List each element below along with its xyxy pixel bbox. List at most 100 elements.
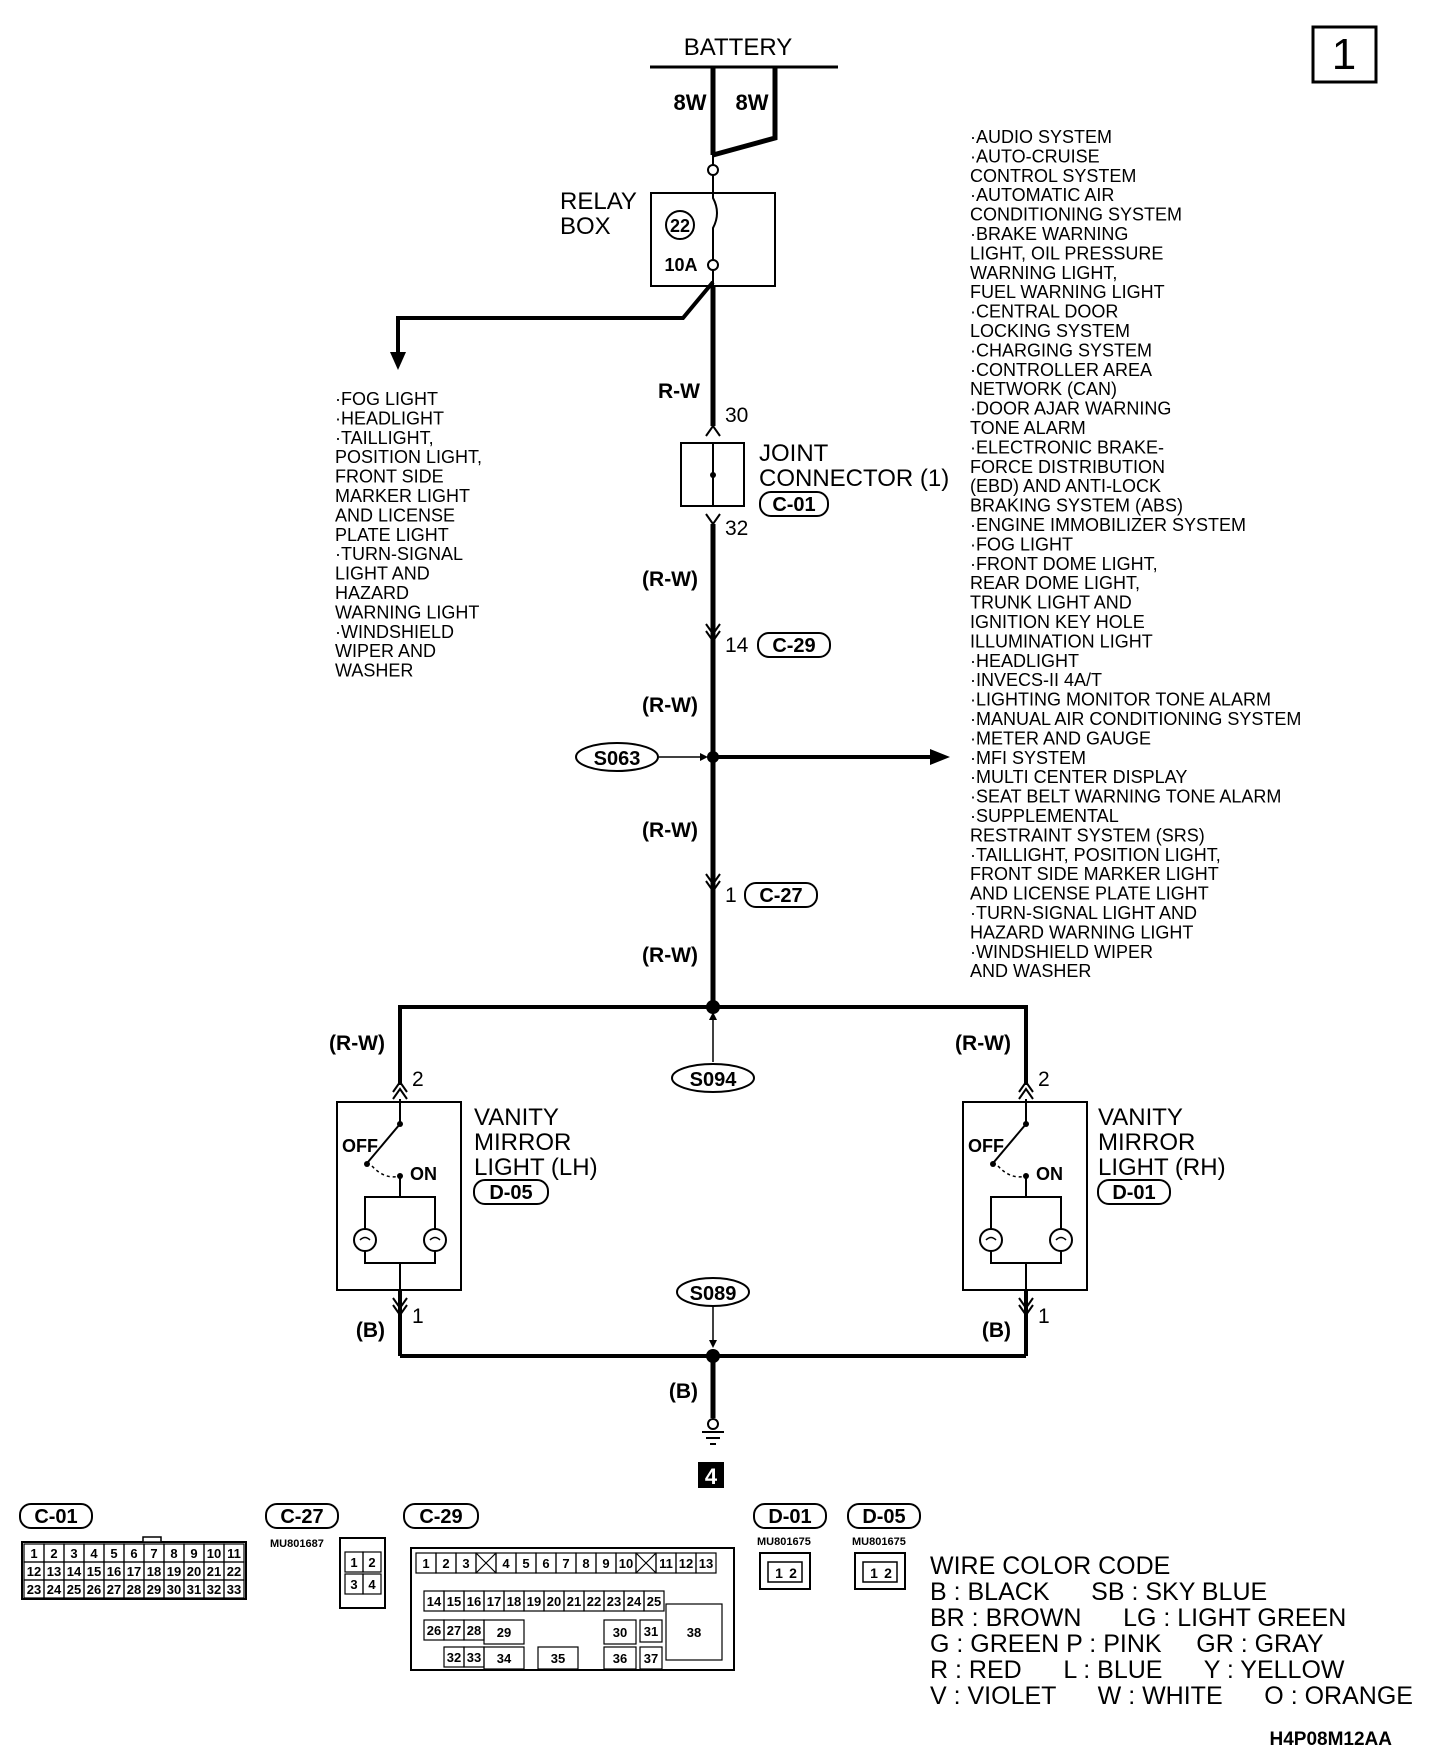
pin-label: 16 — [107, 1564, 121, 1579]
relay-box-label-2: BOX — [560, 213, 611, 240]
pin-cell — [483, 1646, 525, 1670]
pin-cell — [603, 1646, 637, 1670]
splice-s063-label: S063 — [594, 748, 641, 770]
pin-label: 34 — [497, 1651, 512, 1666]
right-list-item: NETWORK (CAN) — [970, 379, 1117, 399]
view-d01-part: MU801675 — [757, 1536, 811, 1548]
pin-label: 15 — [87, 1564, 101, 1579]
pin-label: 7 — [150, 1546, 157, 1561]
pin-label: 11 — [659, 1556, 673, 1571]
left-load-list: ·FOG LIGHT·HEADLIGHT·TAILLIGHT, POSITION… — [335, 389, 482, 681]
pin-label: 33 — [467, 1650, 481, 1665]
pin-label: 12 — [27, 1564, 41, 1579]
pin-label: 23 — [607, 1594, 621, 1609]
pin-cell — [665, 1603, 723, 1661]
right-list-item: ·LIGHTING MONITOR TONE ALARM — [970, 690, 1271, 710]
wire-color-line-5: V : VIOLET W : WHITE O : ORANGE — [930, 1682, 1413, 1710]
fuse-number: 22 — [670, 216, 690, 236]
view-d01-pin-2: 2 — [789, 1565, 797, 1581]
page-number-box — [1311, 25, 1378, 84]
wire-rw-lh: (R-W) — [329, 1032, 385, 1055]
mirror-lh-label-2: MIRROR — [474, 1129, 571, 1156]
pin-cell — [223, 1579, 245, 1599]
pin-label: 23 — [27, 1582, 41, 1597]
pin-label: 1 — [422, 1556, 429, 1571]
pin-cell — [695, 1552, 717, 1574]
pin-label: 3 — [350, 1577, 357, 1592]
mirror-rh-code: D-01 — [1112, 1182, 1155, 1204]
pin-label: 25 — [67, 1582, 81, 1597]
view-d05-code: D-05 — [862, 1506, 905, 1528]
right-list-item: ·FOG LIGHT — [970, 534, 1073, 554]
switch-rh-lever — [993, 1123, 1027, 1163]
joint-connector-label-2: CONNECTOR (1) — [759, 465, 949, 492]
pin-label: 2 — [442, 1556, 449, 1571]
right-list-item: TONE ALARM — [970, 418, 1086, 438]
battery-left-wire: 8W — [674, 90, 707, 115]
right-list-item: CONTROL SYSTEM — [970, 166, 1136, 186]
pin-cell — [603, 1619, 637, 1645]
right-list-item: LIGHT, OIL PRESSURE — [970, 243, 1163, 263]
left-list-item: ·TAILLIGHT, — [335, 428, 434, 448]
fuse-terminal-bottom — [707, 259, 719, 271]
right-list-item: ·METER AND GAUGE — [970, 728, 1151, 748]
pin-label: 24 — [627, 1594, 642, 1609]
connector-rh-top-icon — [1018, 1080, 1034, 1100]
pin-cell — [639, 1646, 663, 1670]
pin-label: 18 — [507, 1594, 521, 1609]
mirror-lh-label-3: LIGHT (LH) — [474, 1154, 598, 1181]
right-list-item: ·CONTROLLER AREA — [970, 360, 1152, 380]
mirror-lh-code: D-05 — [489, 1182, 532, 1204]
bulb-lh-1-icon — [353, 1228, 377, 1252]
c29-code: C-29 — [772, 635, 815, 657]
right-list-item: CONDITIONING SYSTEM — [970, 205, 1182, 225]
pin-label: 26 — [427, 1623, 441, 1638]
pin-label: 21 — [207, 1564, 221, 1579]
right-list-item: WARNING LIGHT, — [970, 263, 1117, 283]
view-c27-part: MU801687 — [270, 1538, 324, 1550]
switch-lh-lever — [367, 1123, 401, 1163]
right-list-item: ·ELECTRONIC BRAKE- — [970, 437, 1164, 457]
pin-label: 22 — [587, 1594, 601, 1609]
left-list-item: ·HEADLIGHT — [335, 408, 444, 428]
pin-label: 29 — [147, 1582, 161, 1597]
pin-label: 9 — [190, 1546, 197, 1561]
bulb-lh-2-icon — [423, 1228, 447, 1252]
pin-cell — [483, 1619, 525, 1645]
bulb-rh-1-icon — [979, 1228, 1003, 1252]
pin-cell — [362, 1551, 382, 1573]
rh-off: OFF — [968, 1136, 1004, 1156]
wire-color-line-3: G : GREEN P : PINK GR : GRAY — [930, 1630, 1324, 1658]
c27-pin: 1 — [725, 884, 737, 907]
splice-s094-label: S094 — [690, 1069, 738, 1091]
pin-label: 15 — [447, 1594, 461, 1609]
connector-lh-top-icon — [392, 1080, 408, 1100]
left-list-item: MARKER LIGHT — [335, 486, 470, 506]
pin-label: 31 — [187, 1582, 201, 1597]
left-list-item: ·TURN-SIGNAL — [335, 544, 463, 564]
right-list-item: ·AUTO-CRUISE — [970, 146, 1100, 166]
pin-label: 10 — [207, 1546, 221, 1561]
pin-label: 20 — [547, 1594, 561, 1609]
pin-label: 38 — [687, 1625, 701, 1640]
connector-c27-icon — [705, 873, 721, 893]
left-list-item: HAZARD — [335, 583, 409, 603]
right-list-item: FRONT SIDE MARKER LIGHT — [970, 864, 1219, 884]
right-list-item: ·MANUAL AIR CONDITIONING SYSTEM — [970, 709, 1301, 729]
right-list-item: ·CHARGING SYSTEM — [970, 340, 1152, 360]
pin-label: 13 — [699, 1556, 713, 1571]
pin-label: 5 — [522, 1556, 529, 1571]
left-list-item: WASHER — [335, 661, 413, 681]
view-d01-body — [759, 1552, 811, 1590]
pin-label: 30 — [613, 1625, 627, 1640]
pin-label: 4 — [90, 1546, 98, 1561]
wire-rw-2: (R-W) — [642, 694, 698, 717]
fuse-symbol — [712, 175, 718, 261]
arrow-down-icon — [390, 352, 406, 370]
right-list-item: ·SUPPLEMENTAL — [970, 806, 1119, 826]
blank-pin-icon — [635, 1552, 657, 1574]
left-list-item: FRONT SIDE — [335, 467, 444, 487]
